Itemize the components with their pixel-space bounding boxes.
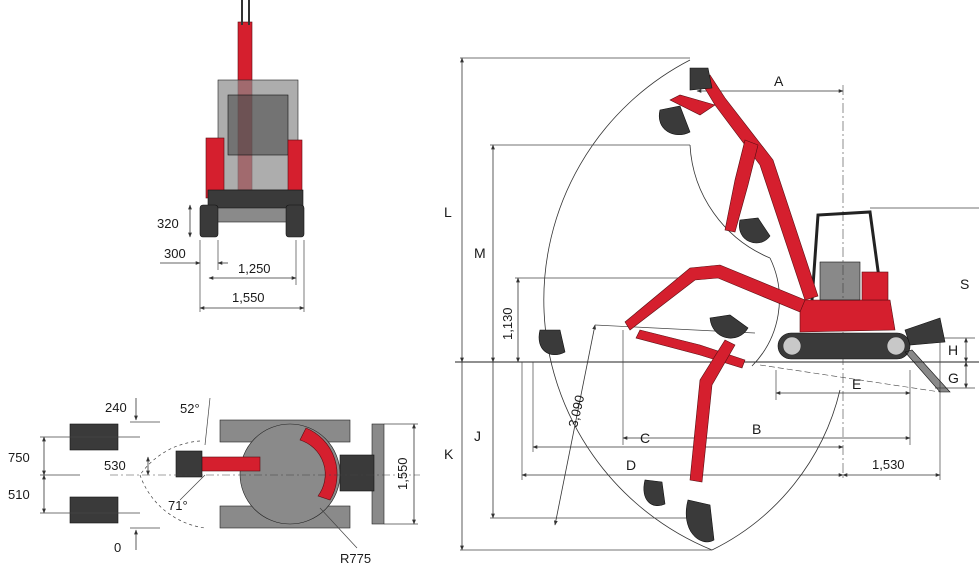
front-track-right xyxy=(285,204,305,238)
front-view: 320 300 1,250 1,550 xyxy=(157,0,305,312)
dim-label-g: G xyxy=(948,370,959,386)
dim-rear-length: 1,530 xyxy=(872,457,905,472)
dim-label-j: J xyxy=(474,428,481,444)
angle-right: 71° xyxy=(168,498,188,513)
dim-label-a: A xyxy=(774,73,784,89)
side-view: A B C D E H G J K L M S 1,130 3,090 1,53… xyxy=(444,57,979,551)
dim-label-h: H xyxy=(948,342,958,358)
dim-swing-radius: 3,090 xyxy=(565,394,587,429)
dim-track-width: 300 xyxy=(164,246,186,261)
front-track-left xyxy=(199,204,219,238)
side-arm-digging xyxy=(689,339,736,483)
side-upper-body xyxy=(799,299,896,333)
dim-label-s: S xyxy=(960,276,969,292)
dim-label-m: M xyxy=(474,245,486,261)
dim-label-b: B xyxy=(752,421,761,437)
dim-blade-width: 1,550 xyxy=(395,457,410,490)
top-bucket-lower xyxy=(69,496,119,524)
dim-label-d: D xyxy=(626,457,636,473)
front-side-panel-left xyxy=(205,137,225,199)
dim-tail-radius: R775 xyxy=(340,551,371,566)
dim-label-e: E xyxy=(852,376,861,392)
dim-offset-530: 530 xyxy=(104,458,126,473)
dim-overall-width: 1,550 xyxy=(232,290,265,305)
dim-offset-240: 240 xyxy=(105,400,127,415)
dim-offset-510: 510 xyxy=(8,487,30,502)
dim-label-c: C xyxy=(640,430,650,446)
side-bucket-digging xyxy=(686,499,715,543)
dim-dump-offset: 1,130 xyxy=(500,307,515,340)
side-blade xyxy=(904,317,946,346)
dim-track-height: 320 xyxy=(157,216,179,231)
side-track xyxy=(777,332,911,360)
side-boom-forward xyxy=(624,264,806,331)
dim-label-k: K xyxy=(444,446,454,462)
angle-left: 52° xyxy=(180,401,200,416)
top-view: 750 510 240 530 0 52° 71° 1,550 R775 xyxy=(8,397,420,566)
dim-track-gauge: 1,250 xyxy=(238,261,271,276)
dim-offset-750: 750 xyxy=(8,450,30,465)
dim-offset-zero: 0 xyxy=(114,540,121,555)
side-cab-frame xyxy=(810,210,884,301)
side-bucket-raised xyxy=(658,105,691,136)
dim-label-l: L xyxy=(444,204,452,220)
